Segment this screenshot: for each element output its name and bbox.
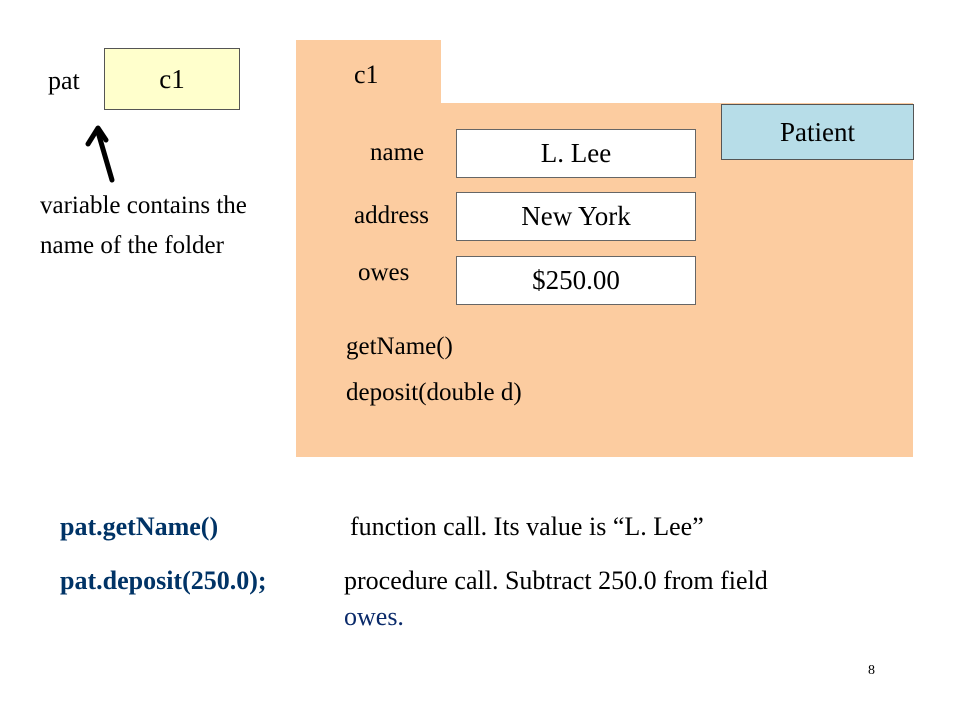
- call-description-deposit-cont: owes.: [344, 604, 404, 630]
- field-value-owes-text: $250.00: [532, 265, 620, 295]
- folder-tab: [296, 40, 441, 106]
- variable-note: variable contains the name of the folder: [40, 192, 247, 259]
- call-expression-deposit: pat.deposit(250.0);: [60, 566, 267, 595]
- field-reference-owes: owes.: [344, 602, 404, 631]
- field-value-address-text: New York: [521, 201, 631, 231]
- field-label-name: name: [370, 139, 425, 166]
- variable-value: c1: [159, 63, 185, 94]
- method-getname: getName(): [346, 333, 453, 360]
- folder-name: c1: [354, 60, 379, 89]
- variable-box: c1: [104, 48, 240, 110]
- method-deposit: deposit(double d): [346, 379, 522, 406]
- call-expression-getname: pat.getName(): [60, 512, 219, 541]
- call-description-getname: function call. Its value is “L. Lee”: [350, 512, 704, 541]
- page-number: 8: [868, 663, 875, 678]
- field-value-name-text: L. Lee: [540, 138, 612, 168]
- class-name: Patient: [780, 116, 855, 147]
- field-value-address: New York: [456, 192, 696, 241]
- call-description-deposit: procedure call. Subtract 250.0 from fiel…: [344, 566, 768, 595]
- field-value-name: L. Lee: [456, 129, 696, 178]
- field-value-owes: $250.00: [456, 256, 696, 305]
- variable-name-label: pat: [48, 66, 80, 95]
- field-label-address: address: [354, 202, 429, 229]
- arrow-icon: [85, 125, 115, 183]
- field-label-owes: owes: [358, 259, 410, 286]
- class-name-box: Patient: [721, 104, 914, 160]
